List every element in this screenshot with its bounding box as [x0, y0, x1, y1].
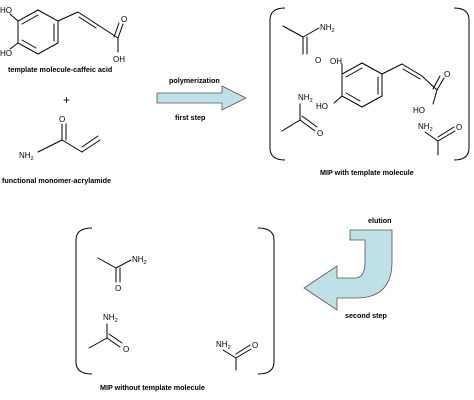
carbonyl-bond	[299, 119, 316, 132]
carbonyl-bond	[117, 23, 124, 39]
amide-bond	[302, 27, 320, 38]
alkene-double-bond	[78, 16, 97, 29]
carbonyl-bond	[235, 348, 252, 359]
vinyl-double-bond	[81, 139, 101, 153]
atom-label-o: O	[315, 56, 321, 65]
aromatic-double-bond	[345, 67, 363, 78]
acetamide-cavity-2: NH2 O	[88, 313, 129, 354]
carboxyl-bond	[421, 75, 438, 91]
carbonyl-bond	[436, 77, 445, 91]
methyl-bond	[282, 25, 304, 38]
atom-label-oh-bottom: HO	[0, 49, 12, 58]
elution-label: elution	[368, 216, 392, 225]
atom-label-nh2: NH2	[298, 93, 313, 104]
acetamide-left: NH2 O	[281, 93, 323, 138]
carbonyl-double-bond	[301, 115, 318, 128]
carboxyl-bond	[97, 24, 119, 39]
carbonyl-bond	[106, 337, 121, 348]
methyl-bond	[88, 337, 108, 349]
first-step-arrow	[156, 85, 247, 111]
atom-label-o: O	[317, 129, 323, 138]
side-chain-bond	[381, 63, 403, 75]
second-step-label: second step	[345, 311, 388, 320]
aromatic-double-bond	[21, 39, 37, 49]
vinyl-double-bond-inner	[81, 135, 99, 148]
atom-label-o: O	[456, 123, 462, 132]
acetamide-right: NH2 O	[418, 122, 462, 156]
atom-label-oh-top: HO	[0, 6, 12, 15]
methyl-bond	[97, 257, 117, 269]
atom-label-nh2: NH2	[320, 23, 335, 34]
amide-bond	[115, 259, 132, 269]
alkene-bond	[401, 63, 423, 77]
hydroxyl-bond	[9, 13, 19, 22]
right-bracket	[453, 7, 470, 161]
side-chain-bond	[57, 11, 79, 22]
carbonyl-double-bond	[108, 333, 123, 344]
benzene-ring	[341, 62, 383, 108]
atom-label-nh2: NH2	[216, 340, 231, 351]
atom-label-carbonyl-o: O	[121, 15, 127, 24]
atom-label-oh-top: OH	[330, 57, 342, 66]
right-bracket-bottom	[257, 227, 275, 375]
atom-label-o: O	[59, 115, 65, 124]
atom-label-o: O	[123, 345, 129, 354]
atom-label-ho: HO	[316, 102, 328, 111]
amide-bond	[222, 349, 237, 359]
amide-bond	[37, 139, 63, 153]
left-bracket	[269, 7, 286, 161]
benzene-ring	[17, 9, 59, 55]
carbonyl-double-bond	[113, 22, 120, 38]
alkene-double-bond	[402, 68, 421, 80]
atom-label-nh2: NH2	[19, 151, 34, 162]
carbonyl-double-bond	[235, 344, 251, 355]
hydroxyl-bond	[333, 95, 343, 104]
first-step-label: first step	[175, 113, 206, 122]
atom-label-carbonyl-o: O	[444, 70, 450, 79]
hydroxyl-bond	[9, 42, 19, 50]
atom-label-acid-oh: OH	[113, 55, 125, 64]
vinyl-bond	[61, 139, 83, 153]
atom-label-nh2: NH2	[132, 255, 147, 266]
alkene-bond	[77, 11, 99, 26]
plus-sign: +	[63, 93, 70, 107]
amide-bond	[424, 131, 439, 142]
elution-arrow	[303, 229, 393, 311]
mip-with-template-label: MIP with template molecule	[320, 168, 414, 177]
left-bracket-bottom	[75, 227, 93, 375]
atom-label-acid-ho: HO	[413, 106, 425, 115]
carbonyl-double-bond	[437, 126, 455, 138]
acrylamide-structure: O NH2	[19, 115, 101, 162]
aromatic-double-bond	[21, 14, 39, 25]
functional-monomer-label: functional monomer-acrylamide	[2, 176, 111, 185]
acetamide-cavity-3: NH2 O	[216, 340, 258, 371]
carbonyl-double-bond	[432, 75, 441, 90]
caffeic-acid-in-mip: OH HO O HO	[316, 57, 450, 115]
mip-without-template-label: MIP without template molecule	[100, 383, 205, 392]
acetamide-top: NH2 O	[282, 23, 335, 65]
hydroxyl-bond	[432, 89, 438, 105]
atom-label-o: O	[252, 341, 258, 350]
polymerization-label: polymerization	[169, 76, 220, 85]
acetamide-cavity-1: NH2 O	[97, 255, 147, 293]
atom-label-nh2: NH2	[103, 313, 118, 324]
atom-label-nh2: NH2	[418, 122, 433, 133]
atom-label-o: O	[115, 284, 121, 293]
caffeic-acid-structure: HO HO O OH	[0, 6, 127, 64]
carbonyl-bond	[437, 130, 456, 142]
methyl-bond	[281, 119, 301, 132]
template-molecule-label: template molecule-caffeic acid	[8, 65, 112, 74]
aromatic-double-bond	[345, 92, 361, 102]
